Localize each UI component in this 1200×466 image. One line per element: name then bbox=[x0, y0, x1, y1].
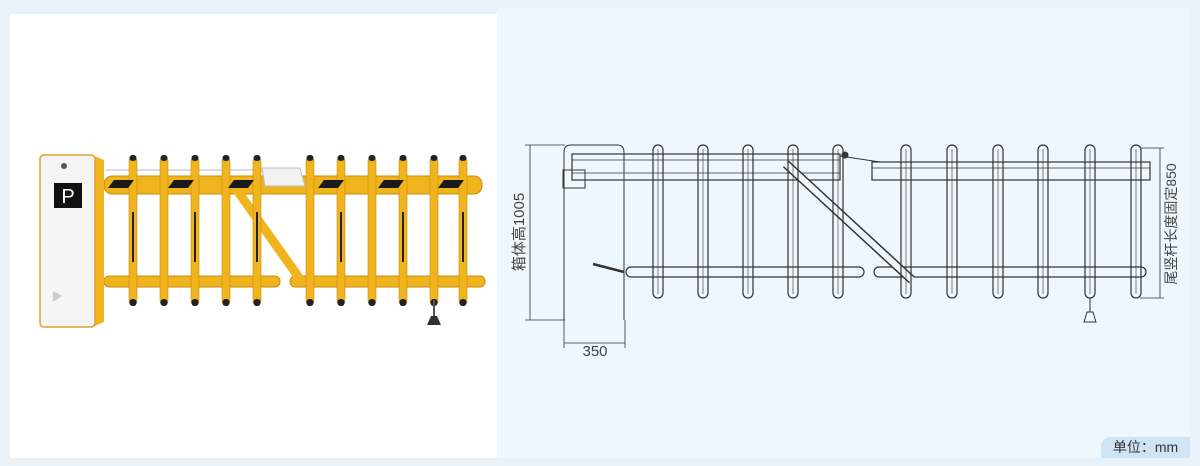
bottom-rail-right bbox=[289, 275, 486, 288]
drawing-post bbox=[1037, 144, 1049, 299]
diagonal-brace bbox=[230, 183, 304, 282]
cabinet-outline bbox=[563, 144, 625, 320]
cabinet-width-label: 350 bbox=[582, 343, 607, 360]
tail-post-dimension bbox=[1140, 147, 1164, 299]
post-cap bbox=[253, 155, 261, 161]
post-cap bbox=[306, 155, 314, 161]
post-reflector bbox=[402, 212, 404, 262]
post-cap bbox=[399, 299, 407, 306]
cabinet-width-dimension bbox=[563, 320, 626, 348]
post-cap bbox=[129, 299, 137, 306]
post-cap bbox=[459, 299, 467, 306]
gate-post bbox=[305, 156, 315, 306]
top-rail-drawing-right bbox=[871, 161, 1151, 181]
post-cap bbox=[430, 155, 438, 161]
gate-post bbox=[221, 156, 231, 306]
top-rail-drawing-left bbox=[571, 153, 841, 181]
post-reflector bbox=[256, 212, 258, 262]
drawing-post bbox=[992, 144, 1004, 299]
unit-badge: 单位：mm bbox=[1101, 437, 1190, 458]
drawing-post bbox=[900, 144, 912, 299]
support-foot-drawing bbox=[1083, 298, 1097, 323]
post-cap bbox=[337, 155, 345, 161]
tail-post-label: 尾竖杆长度固定850 bbox=[1163, 163, 1179, 285]
gate-post bbox=[367, 156, 377, 306]
drawing-post bbox=[697, 144, 709, 299]
reflective-stripes bbox=[108, 180, 464, 188]
cabinet-height-label: 箱体高1005 bbox=[511, 193, 528, 271]
bottom-rail-drawing-left bbox=[625, 266, 865, 278]
post-cap bbox=[191, 299, 199, 306]
post-reflector bbox=[194, 212, 196, 262]
drawing-post bbox=[742, 144, 754, 299]
drawing-post bbox=[787, 144, 799, 299]
post-cap bbox=[368, 155, 376, 161]
technical-drawing: 箱体高1005 350 尾竖杆长度 bbox=[511, 144, 1179, 360]
drawing-post bbox=[1130, 144, 1142, 299]
arrow-play-icon bbox=[53, 291, 62, 302]
gate-post bbox=[159, 156, 169, 306]
reflective-stripe bbox=[438, 180, 464, 188]
post-reflector bbox=[462, 212, 464, 262]
product-barrier-gate: P bbox=[39, 154, 486, 328]
drawing-posts bbox=[652, 144, 1142, 299]
post-cap bbox=[222, 155, 230, 161]
drawing-post bbox=[652, 144, 664, 299]
gate-posts bbox=[128, 155, 468, 306]
cabinet: P bbox=[39, 154, 104, 328]
post-cap bbox=[368, 299, 376, 306]
gate-post bbox=[429, 156, 439, 306]
reflective-stripe bbox=[228, 180, 254, 188]
post-cap bbox=[459, 155, 467, 161]
post-reflector bbox=[340, 212, 342, 262]
post-cap bbox=[129, 155, 137, 161]
spring-arm bbox=[592, 262, 625, 274]
post-cap bbox=[160, 299, 168, 306]
indicator-light-icon bbox=[61, 163, 67, 169]
reflective-stripe bbox=[168, 180, 194, 188]
cabinet-front bbox=[39, 154, 96, 328]
post-cap bbox=[306, 299, 314, 306]
diagonal-brace-drawing bbox=[782, 160, 916, 284]
parking-sign bbox=[54, 183, 82, 208]
hinge-plate bbox=[261, 167, 306, 187]
post-cap bbox=[399, 155, 407, 161]
post-cap bbox=[160, 155, 168, 161]
bottom-rail-drawing-right bbox=[873, 266, 1147, 278]
motor-bracket bbox=[562, 169, 586, 189]
reflective-stripe bbox=[108, 180, 134, 188]
post-cap bbox=[337, 299, 345, 306]
post-reflector bbox=[132, 212, 134, 262]
cabinet-height-dimension bbox=[525, 144, 565, 321]
drawing-post bbox=[946, 144, 958, 299]
parking-sign-letter: P bbox=[61, 186, 74, 208]
reflective-stripe bbox=[378, 180, 404, 188]
post-cap bbox=[191, 155, 199, 161]
post-cap bbox=[253, 299, 261, 306]
reflective-stripe bbox=[318, 180, 344, 188]
support-foot bbox=[427, 300, 441, 325]
post-cap bbox=[222, 299, 230, 306]
drawing-post bbox=[832, 144, 844, 299]
